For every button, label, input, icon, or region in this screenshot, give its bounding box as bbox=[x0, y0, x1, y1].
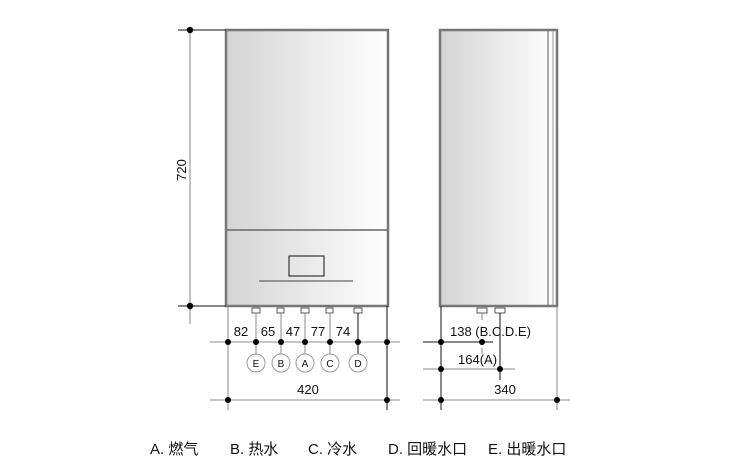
depth-label: 340 bbox=[494, 382, 516, 397]
spacing-label-5: 74 bbox=[336, 324, 350, 339]
spacing-label-4: 77 bbox=[311, 324, 325, 339]
marker-d: D bbox=[354, 359, 361, 370]
boiler-side-body bbox=[438, 28, 559, 308]
marker-b: B bbox=[278, 359, 285, 370]
marker-e: E bbox=[253, 359, 260, 370]
marker-a: A bbox=[302, 359, 309, 370]
marker-c: C bbox=[326, 359, 333, 370]
height-dimension bbox=[178, 28, 226, 324]
legend-cold-water: C. 冷水 bbox=[308, 441, 358, 458]
legend-hot-water: B. 热水 bbox=[230, 441, 279, 458]
legend-heating-flow: E. 出暖水口 bbox=[488, 441, 567, 458]
spacing-label-3: 47 bbox=[286, 324, 300, 339]
pipe-connectors bbox=[251, 307, 363, 314]
legend-heating-return: D. 回暖水口 bbox=[388, 441, 468, 458]
legend-gas: A. 燃气 bbox=[150, 441, 199, 458]
boiler-front-body bbox=[224, 28, 390, 308]
front-view: 720 82 65 47 77 74 E B A bbox=[174, 26, 400, 410]
height-label: 720 bbox=[174, 159, 189, 181]
width-label: 420 bbox=[297, 382, 319, 397]
display-window bbox=[288, 255, 325, 277]
offset-label-a: 164(A) bbox=[458, 352, 497, 367]
spacing-label-2: 65 bbox=[261, 324, 275, 339]
spacing-label-1: 82 bbox=[234, 324, 248, 339]
side-view: 138 (B.C.D.E) 164(A) 340 bbox=[423, 28, 570, 410]
offset-label-bcde: 138 (B.C.D.E) bbox=[450, 324, 531, 339]
